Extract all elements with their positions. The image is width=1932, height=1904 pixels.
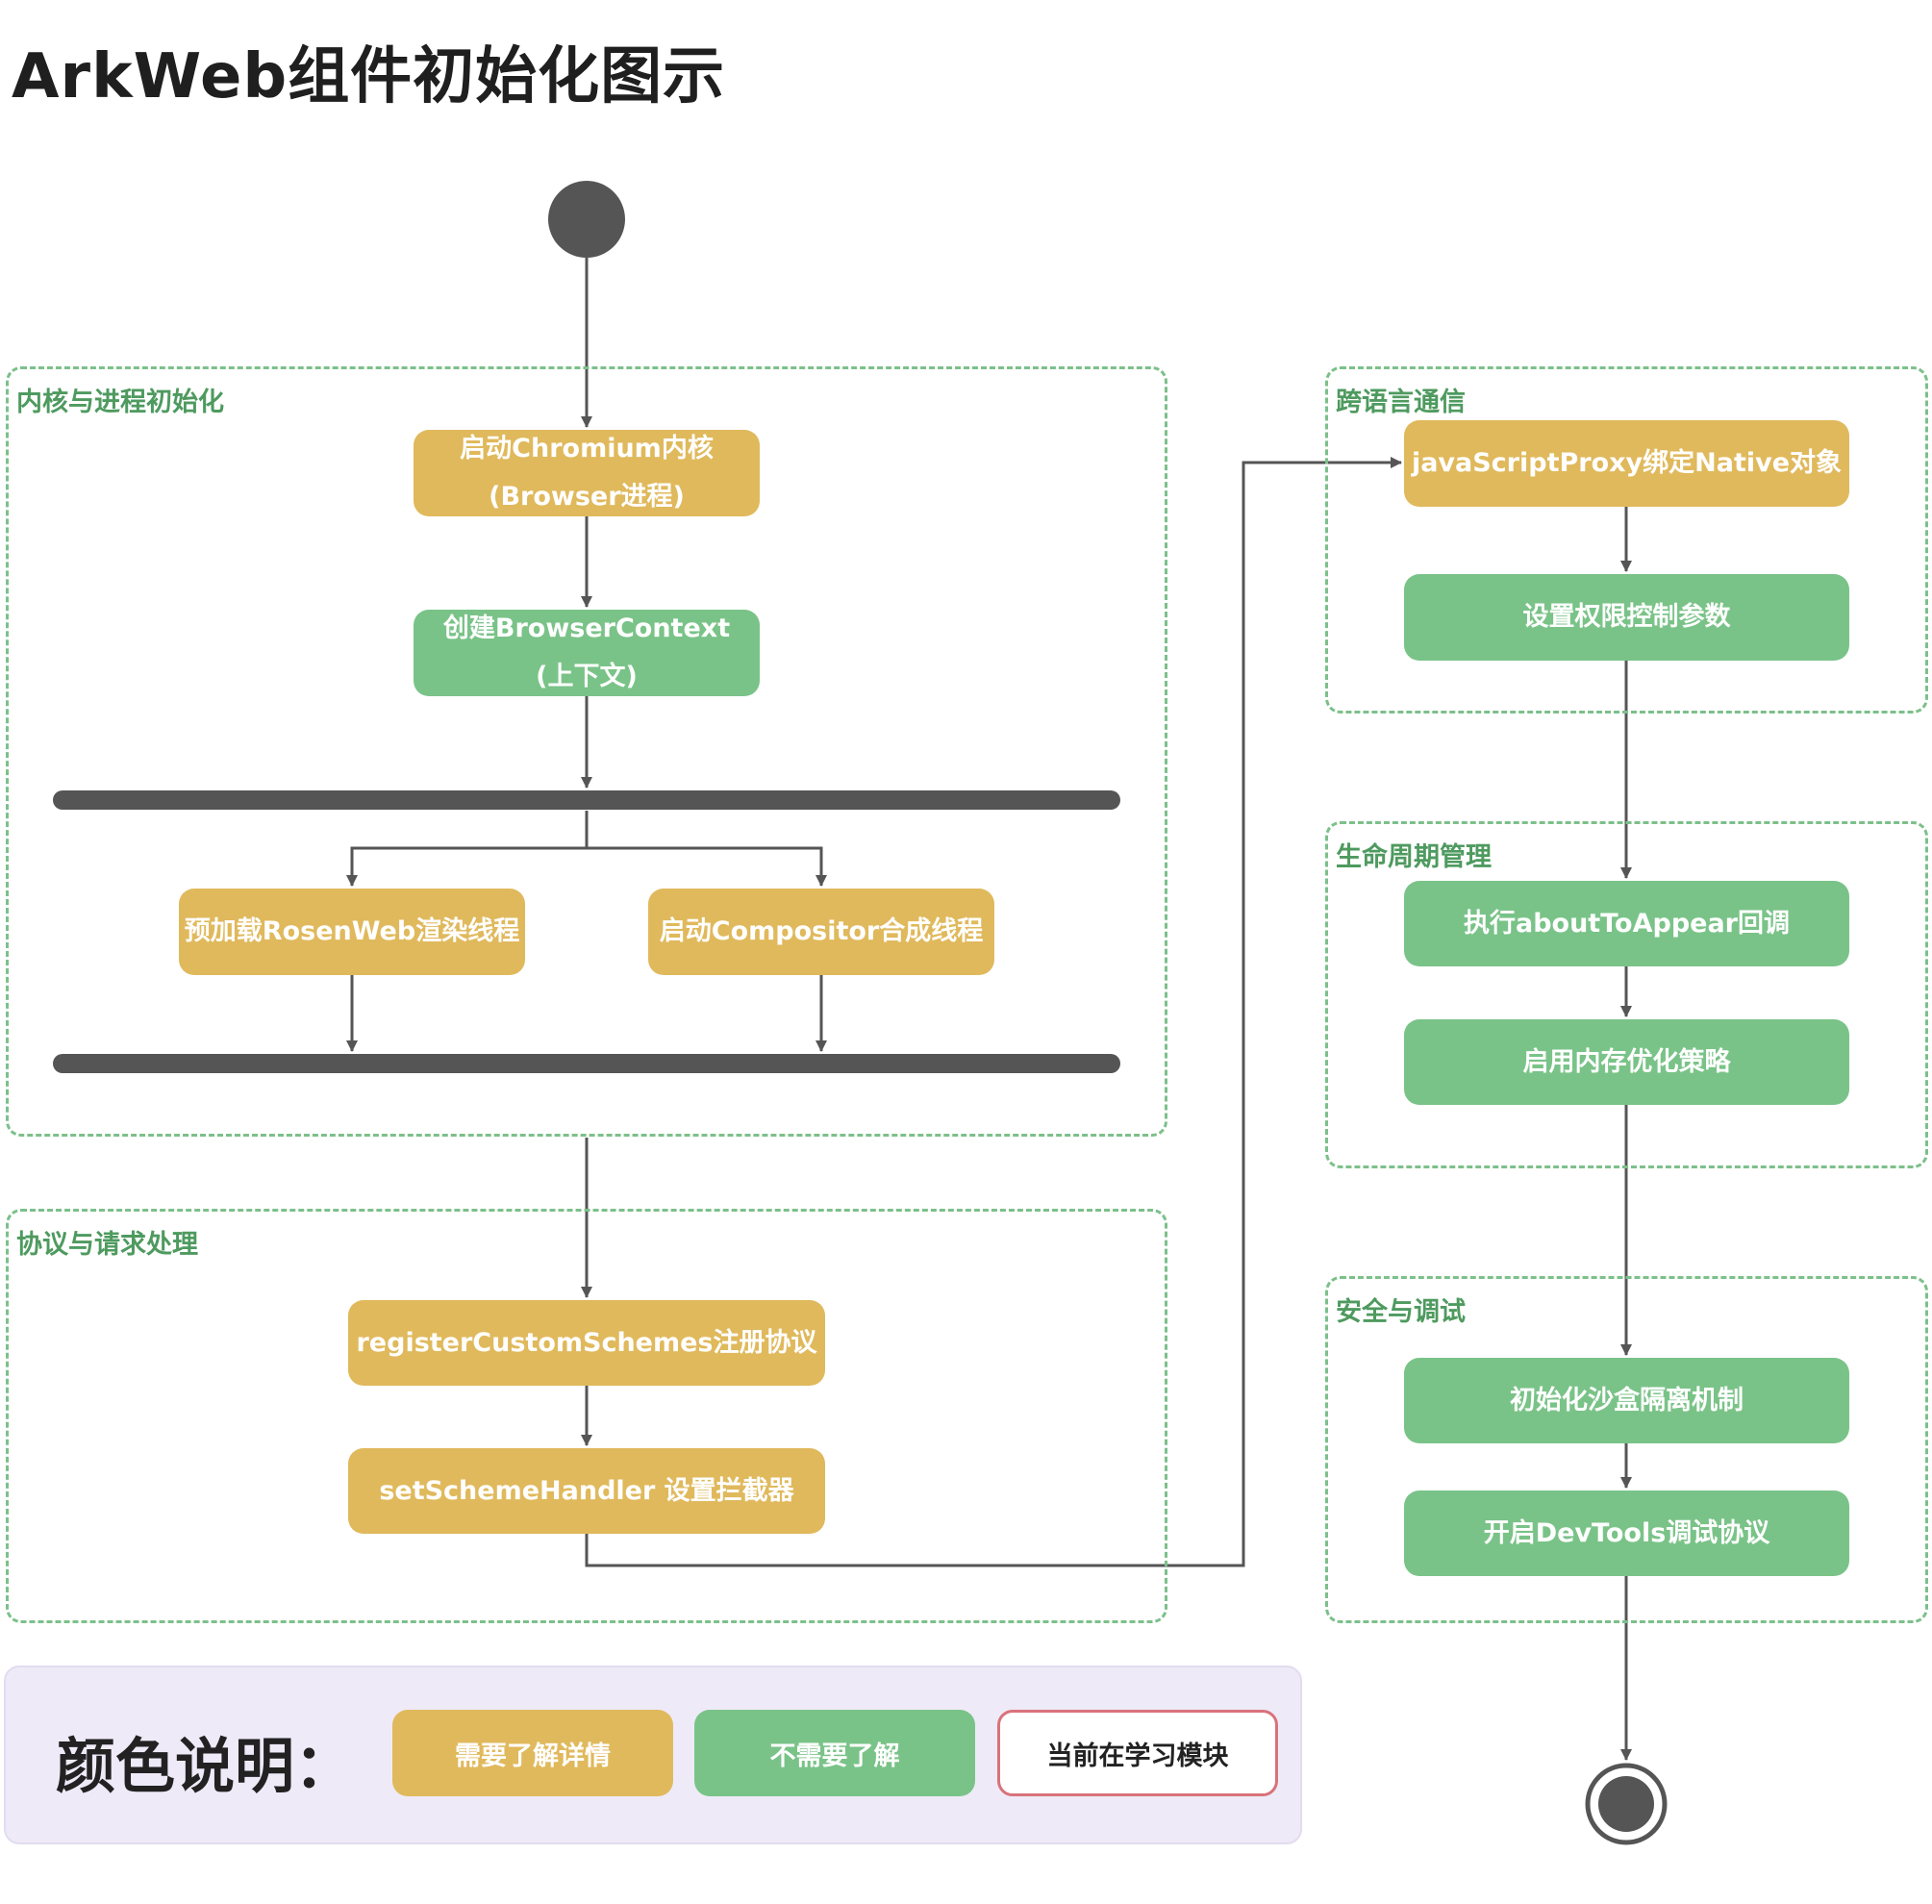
group-kernel-process: 内核与进程初始化 [6,366,1167,1137]
node-preload-rosenweb: 预加载RosenWeb渲染线程 [179,889,525,975]
node-start-chromium-line2: (Browser进程) [489,482,685,512]
node-start-chromium-line1: 启动Chromium内核 [460,434,714,463]
group-cross-language: 跨语言通信 [1325,366,1928,714]
legend-title: 颜色说明： [56,1731,355,1801]
node-create-context-line1: 创建BrowserContext [442,614,731,643]
group-label-lifecycle: 生命周期管理 [1336,842,1492,872]
group-protocol-request: 协议与请求处理 [6,1209,1167,1623]
join-bar [53,1054,1120,1073]
node-start-compositor: 启动Compositor合成线程 [648,889,994,975]
group-lifecycle: 生命周期管理 [1325,821,1928,1168]
node-create-context-line2: (上下文) [536,662,638,691]
node-about-to-appear: 执行aboutToAppear回调 [1404,881,1849,966]
node-create-browser-context: 创建BrowserContext (上下文) [414,610,760,696]
group-label-cross-lang: 跨语言通信 [1336,388,1466,417]
end-node [1585,1763,1668,1845]
legend-no-need: 不需要了解 [694,1710,975,1796]
node-sandbox-isolation: 初始化沙盒隔离机制 [1404,1358,1849,1443]
node-permission-params: 设置权限控制参数 [1404,574,1849,661]
node-start-chromium: 启动Chromium内核 (Browser进程) [414,430,760,516]
node-register-custom-schemes: registerCustomSchemes注册协议 [348,1300,825,1386]
group-security-debug: 安全与调试 [1325,1276,1928,1623]
edge-fork-to-compositor [587,846,827,887]
node-set-scheme-handler: setSchemeHandler 设置拦截器 [348,1448,825,1534]
edge-fork-to-rosen [346,811,589,887]
group-label-kernel: 内核与进程初始化 [16,388,224,417]
legend-current-module: 当前在学习模块 [997,1710,1278,1796]
edge-handler-to-jsproxy [585,457,1402,1567]
color-legend: 颜色说明： 需要了解详情 不需要了解 当前在学习模块 [4,1666,1302,1844]
group-label-security: 安全与调试 [1336,1297,1466,1327]
node-memory-optimization: 启用内存优化策略 [1404,1019,1849,1105]
group-label-protocol: 协议与请求处理 [16,1230,198,1260]
start-node [548,181,625,258]
fork-bar [53,790,1120,810]
node-javascript-proxy: javaScriptProxy绑定Native对象 [1404,420,1849,507]
page-title: ArkWeb组件初始化图示 [12,41,726,113]
node-devtools-protocol: 开启DevTools调试协议 [1404,1491,1849,1576]
legend-need-detail: 需要了解详情 [392,1710,673,1796]
